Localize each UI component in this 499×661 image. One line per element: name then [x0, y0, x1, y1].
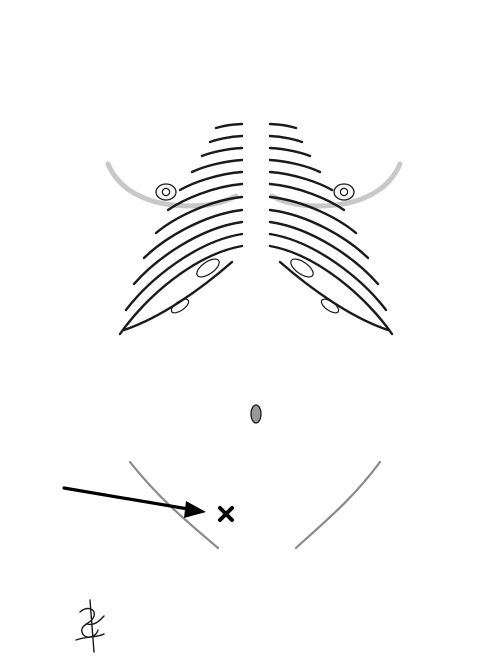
neck-right-outline	[300, 10, 307, 58]
left-body-side-outline	[100, 236, 128, 600]
right-arm-cut-outline	[400, 236, 478, 245]
genitalia-detail	[244, 568, 274, 626]
right-thigh-outline	[390, 600, 408, 660]
left-rib-3	[202, 148, 242, 156]
right-rib-2	[270, 136, 302, 142]
neck-left-outline	[205, 10, 212, 58]
left-costal-margin	[124, 262, 232, 330]
right-costal-oval-upper	[288, 256, 316, 281]
right-inguinal-line	[296, 462, 380, 548]
sternum	[230, 95, 282, 254]
artist-signature-icon	[76, 600, 104, 652]
umbilicus	[251, 405, 261, 423]
right-inner-thigh	[286, 574, 292, 660]
genitalia-outline	[236, 566, 290, 655]
right-rectus-border	[296, 296, 316, 548]
left-rib-2	[210, 136, 242, 142]
right-rib-4	[270, 160, 320, 172]
right-rib-5	[270, 172, 332, 190]
arrow-icon	[64, 488, 206, 518]
left-shoulder-outline	[15, 58, 205, 240]
left-rib-4	[192, 160, 242, 172]
right-inguinal-line-inner	[292, 458, 376, 544]
right-costal-margin	[280, 262, 388, 330]
left-rib-1	[216, 124, 242, 128]
right-rib-1	[270, 124, 296, 128]
pubic-contour	[218, 548, 296, 561]
left-inner-thigh	[224, 574, 230, 660]
left-costal-oval-upper	[194, 256, 222, 281]
cross-mark-icon	[220, 508, 232, 520]
right-nipple	[334, 184, 354, 200]
left-nipple	[156, 184, 176, 200]
right-rib-3	[270, 148, 310, 156]
right-body-side-outline	[380, 236, 408, 600]
left-arm-cut-outline	[30, 236, 112, 246]
right-ribs	[270, 124, 392, 334]
left-rib-5	[180, 172, 242, 190]
clavicles	[164, 64, 351, 98]
right-shoulder-outline	[307, 58, 495, 238]
left-ribs	[120, 124, 242, 334]
left-thigh-outline	[100, 600, 122, 660]
